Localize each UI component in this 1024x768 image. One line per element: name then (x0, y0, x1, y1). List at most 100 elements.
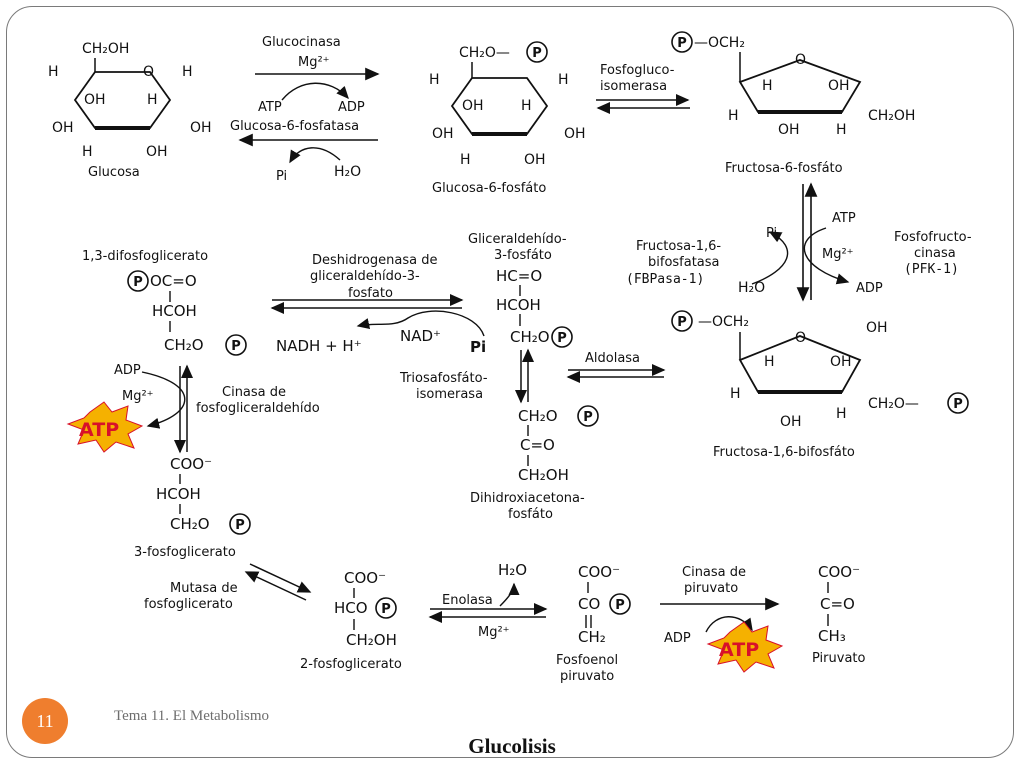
pyruvate-structure: COO⁻ C=O CH₃ Piruvato (812, 563, 866, 666)
svg-text:H: H (147, 92, 158, 108)
mutase-step: Mutasa de fosfoglicerato (144, 563, 312, 612)
svg-text:COO⁻: COO⁻ (170, 455, 212, 473)
footer-subject: Tema 11. El Metabolismo (114, 708, 270, 724)
pyruvate-label: Piruvato (812, 651, 866, 666)
enolasa-label: Enolasa (442, 593, 493, 608)
nad-label: NAD⁺ (400, 327, 441, 345)
svg-text:CH₂OH: CH₂OH (518, 466, 569, 484)
svg-text:CH₂O: CH₂O (518, 407, 558, 425)
svg-text:CH₂O: CH₂O (164, 336, 204, 354)
pi-label-3: Pi (470, 338, 486, 356)
gap-structure: Gliceraldehído- 3-fosfáto HC=O HCOH CH₂O (468, 232, 573, 348)
glucose-label: Glucosa (88, 165, 140, 180)
svg-text:OH: OH (462, 98, 484, 114)
tpi-label-1: Triosafosfáto- (399, 371, 488, 386)
atp-burst-label-1: ATP (79, 419, 119, 441)
gapdh-label-2: gliceraldehído-3- (310, 269, 420, 284)
atp-burst-label-2: ATP (719, 639, 759, 661)
atp-label-2: ATP (832, 211, 856, 226)
gapdh-label-1: Deshidrogenasa de (312, 253, 437, 268)
svg-text:OH: OH (778, 122, 800, 138)
gap-label-1: Gliceraldehído- (468, 232, 567, 247)
svg-text:OH: OH (524, 152, 546, 168)
atp-label: ATP (258, 100, 282, 115)
tpi-step: Triosafosfáto- isomerasa (399, 348, 534, 404)
gap-label-2: 3-fosfáto (494, 248, 552, 263)
pfk-label-2: cinasa (914, 246, 956, 261)
enolase-step: H₂O Enolasa Mg²⁺ (428, 561, 548, 640)
pgk-label-2: fosfogliceraldehído (196, 401, 320, 416)
f16bp-structure: —OCH₂ O OH H OH H OH H CH₂O— Fructosa-1,… (671, 310, 969, 460)
pep-label-2: piruvato (560, 669, 614, 684)
gapdh-label-3: fosfato (348, 286, 393, 301)
adp-label-4: ADP (664, 631, 691, 646)
dhap-label-1: Dihidroxiacetona- (470, 491, 585, 506)
svg-text:H: H (836, 406, 847, 422)
glucose-structure: CH₂OH O H H OH H OH OH H OH Glucosa (48, 41, 212, 180)
mutasa-label-1: Mutasa de (170, 581, 238, 596)
svg-text:H: H (521, 98, 532, 114)
pgk-label-1: Cinasa de (222, 385, 286, 400)
svg-text:—OCH₂: —OCH₂ (694, 35, 745, 51)
pg2-structure: COO⁻ HCO CH₂OH 2-fosfoglicerato (300, 569, 402, 672)
pgk-step: Cinasa de fosfogliceraldehído ADP Mg²⁺ A… (66, 363, 320, 454)
pg2-label: 2-fosfoglicerato (300, 657, 402, 672)
svg-text:CH₂O: CH₂O (510, 328, 550, 346)
svg-text:C=O: C=O (520, 436, 555, 454)
glucocinasa-label: Glucocinasa (262, 35, 341, 50)
mutasa-label-2: fosfoglicerato (144, 597, 233, 612)
pfk-label-3: (PFK-1) (904, 262, 959, 277)
nadh-label: NADH + H⁺ (276, 337, 362, 355)
svg-text:H: H (48, 64, 59, 80)
tpi-label-2: isomerasa (416, 387, 483, 402)
svg-text:OH: OH (564, 126, 586, 142)
svg-text:CH₂OH: CH₂OH (346, 631, 397, 649)
dhap-label-2: fosfáto (508, 507, 553, 522)
svg-text:OH: OH (780, 414, 802, 430)
svg-text:COO⁻: COO⁻ (578, 563, 620, 581)
pg3-label: 3-fosfoglicerato (134, 545, 236, 560)
mg-label: Mg²⁺ (298, 55, 330, 70)
svg-text:CH₂: CH₂ (578, 628, 606, 646)
g6pasa-label: Glucosa-6-fosfatasa (230, 119, 359, 134)
f6p-structure: —OCH₂ O H OH H OH H CH₂OH Fructosa-6-fos… (671, 31, 915, 176)
f16bp-label: Fructosa-1,6-bifosfáto (713, 445, 855, 460)
glycolysis-diagram: P CH₂OH O H H OH H OH OH H OH Glucosa Gl… (48, 31, 972, 684)
svg-text:HCOH: HCOH (156, 485, 201, 503)
svg-text:H: H (836, 122, 847, 138)
h2o-label-2: H₂O (738, 280, 765, 296)
svg-text:COO⁻: COO⁻ (818, 563, 860, 581)
page-number-badge: 11 (22, 698, 68, 744)
svg-text:HCOH: HCOH (152, 302, 197, 320)
pep-label-1: Fosfoenol (556, 653, 618, 668)
svg-text:OH: OH (146, 144, 168, 160)
svg-text:OH: OH (190, 120, 212, 136)
svg-text:OC=O: OC=O (150, 272, 197, 290)
h2o-label-3: H₂O (498, 561, 527, 579)
svg-text:H: H (429, 72, 440, 88)
svg-text:OH: OH (432, 126, 454, 142)
mg-label-2: Mg²⁺ (822, 247, 854, 262)
f6p-label: Fructosa-6-fosfáto (725, 161, 843, 176)
slide-frame (6, 6, 1014, 758)
adp-label-2: ADP (856, 281, 883, 296)
pk-label-2: piruvato (684, 581, 738, 596)
svg-text:O: O (143, 64, 154, 80)
svg-text:CH₂O—: CH₂O— (868, 396, 919, 412)
svg-text:CH₂O: CH₂O (170, 515, 210, 533)
dhap-structure: CH₂O C=O CH₂OH Dihidroxiacetona- fosfáto (470, 405, 599, 522)
g6p-structure: CH₂O— H H OH H OH OH H OH Glucosa-6-fosf… (429, 41, 586, 196)
gapdh-step: Deshidrogenasa de gliceraldehído-3- fosf… (270, 253, 486, 356)
svg-text:O: O (795, 52, 806, 68)
svg-text:OH: OH (828, 78, 850, 94)
pk-step: Cinasa de piruvato ADP ATP (660, 565, 784, 673)
svg-text:OH: OH (830, 354, 852, 370)
svg-text:H: H (182, 64, 193, 80)
pgi-label-1: Fosfogluco- (600, 63, 675, 78)
mg-label-4: Mg²⁺ (478, 625, 510, 640)
pk-label-1: Cinasa de (682, 565, 746, 580)
svg-text:CH₃: CH₃ (818, 627, 846, 645)
svg-text:H: H (460, 152, 471, 168)
svg-text:C=O: C=O (820, 595, 855, 613)
